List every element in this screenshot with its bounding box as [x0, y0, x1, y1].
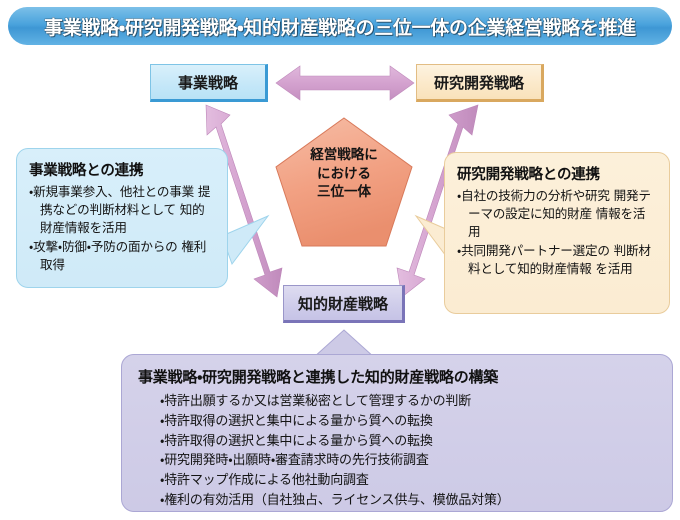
- panel-business-linkage-title: 事業戦略との連携: [29, 163, 144, 179]
- node-business-strategy-label: 事業戦略: [177, 73, 238, 92]
- panel-rd-linkage: 研究開発戦略との連携 ・自社の技術力の分析や研究 開発テーマの設定に知的財産 情…: [444, 152, 670, 314]
- list-item: ・新規事業参入、他社との事業 提携などの判断材料として 知的財産情報を活用: [29, 184, 211, 235]
- panel-rd-linkage-title: 研究開発戦略との連携: [457, 167, 600, 183]
- list-item: ・特許マップ作成による他社動向調査: [160, 473, 369, 488]
- list-item: ・自社の技術力の分析や研究 開発テーマの設定に知的財産 情報を活用: [457, 188, 651, 239]
- center-line-2: における: [317, 165, 371, 182]
- node-ip-strategy-label: 知的財産戦略: [297, 294, 388, 313]
- page-title: 事業戦略・研究開発戦略・知的財産戦略の三位一体の企業経営戦略を推進: [43, 16, 637, 39]
- node-business-strategy[interactable]: 事業戦略: [150, 64, 268, 102]
- list-item: ・攻撃・防御・予防の面からの 権利取得: [29, 238, 207, 272]
- list-item: ・研究開発時・出願時・審査請求時の先行技術調査: [160, 453, 429, 469]
- center-line-1: 経営戦略に: [310, 147, 378, 163]
- center-pentagon: 経営戦略に における 三位一体: [276, 116, 412, 244]
- panel-ip-construction-list: ・特許出願するか又は営業秘密として管理するかの判断 ・特許取得の選択と集中による…: [138, 392, 656, 511]
- list-item: ・権利の有効活用（自社独占、ライセンス供与、模倣品対策）: [160, 492, 510, 508]
- header-banner: 事業戦略・研究開発戦略・知的財産戦略の三位一体の企業経営戦略を推進: [8, 7, 672, 45]
- center-line-3: 三位一体: [317, 184, 371, 201]
- panel-ip-construction-title: 事業戦略・研究開発戦略と連携した知的財産戦略の構築: [138, 368, 499, 386]
- panel-rd-linkage-list: ・自社の技術力の分析や研究 開発テーマの設定に知的財産 情報を活用 ・共同開発パ…: [457, 187, 657, 277]
- center-pentagon-text: 経営戦略に における 三位一体: [276, 146, 412, 202]
- panel-ip-construction: 事業戦略・研究開発戦略と連携した知的財産戦略の構築 ・特許出願するか又は営業秘密…: [121, 354, 673, 512]
- node-ip-strategy[interactable]: 知的財産戦略: [283, 285, 405, 323]
- node-rd-strategy-label: 研究開発戦略: [433, 73, 524, 92]
- panel-business-linkage-list: ・新規事業参入、他社との事業 提携などの判断材料として 知的財産情報を活用 ・攻…: [29, 183, 215, 273]
- node-rd-strategy[interactable]: 研究開発戦略: [416, 64, 544, 102]
- arrow-business-to-rd: [275, 65, 415, 101]
- list-item: ・特許取得の選択と集中による量から質への転換: [160, 433, 433, 449]
- list-item: ・共同開発パートナー選定の 判断材料として知的財産情報 を活用: [457, 242, 651, 276]
- list-item: ・特許出願するか又は営業秘密として管理するかの判断: [160, 394, 472, 409]
- list-item: ・特許取得の選択と集中による量から質への転換: [160, 413, 433, 429]
- callout-tail-business-panel: [221, 214, 270, 266]
- panel-business-linkage: 事業戦略との連携 ・新規事業参入、他社との事業 提携などの判断材料として 知的財…: [16, 148, 228, 288]
